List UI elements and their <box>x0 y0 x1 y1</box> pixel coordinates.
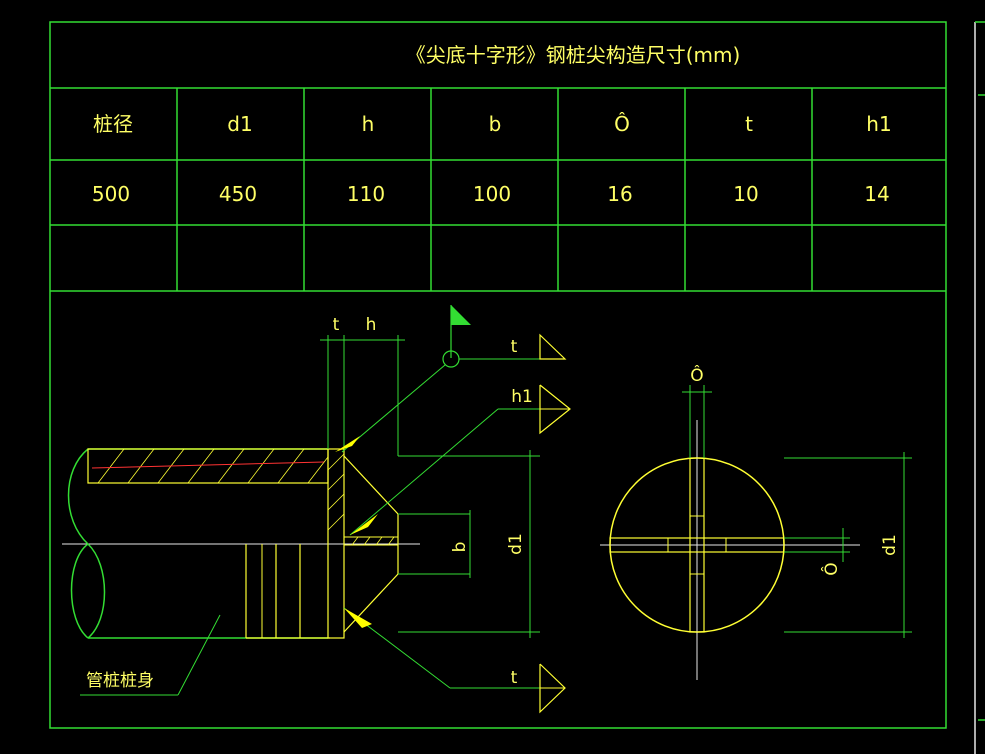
h1-leader: h1 <box>349 384 571 536</box>
bottom-t-leader: t <box>343 607 566 714</box>
plan-d1-label: d1 <box>880 534 900 556</box>
dim-h-top-label: h <box>366 315 377 335</box>
value-cell: 10 <box>733 182 758 206</box>
value-cell: 110 <box>347 182 385 206</box>
concrete-hatch <box>97 448 329 484</box>
value-cell: 500 <box>92 182 130 206</box>
bottom-t-label: t <box>511 668 518 688</box>
rebar-line <box>91 461 325 469</box>
dim-b-label: b <box>450 542 470 553</box>
side-view: b d1 t h t h1 <box>62 305 571 714</box>
h1-label: h1 <box>511 387 533 407</box>
flag-t-label: t <box>511 337 518 357</box>
dim-t-top-label: t <box>333 315 340 335</box>
plate-thickness-label: Ô <box>690 364 703 386</box>
spec-table: 《尖底十字形》钢桩尖构造尺寸(mm) 桩径 d1 h b Ô t h1 500 … <box>49 21 947 729</box>
table-border <box>49 21 947 729</box>
cross-plate <box>343 536 399 546</box>
header-cell: d1 <box>227 112 252 136</box>
value-cell: 450 <box>219 182 257 206</box>
pile-body-label: 管桩桩身 <box>86 671 154 691</box>
header-cell: Ô <box>614 112 630 136</box>
plan-view: Ô Ô d1 <box>600 364 912 680</box>
pile-body-leader: 管桩桩身 <box>80 614 221 696</box>
plate-gap-label: Ô <box>820 562 842 575</box>
value-cell: 16 <box>607 182 632 206</box>
header-cell: h1 <box>866 112 891 136</box>
side-frame <box>974 21 985 754</box>
value-cell: 14 <box>864 182 889 206</box>
header-cell: b <box>489 112 502 136</box>
header-cell: h <box>362 112 375 136</box>
table-title: 《尖底十字形》钢桩尖构造尺寸(mm) <box>406 43 741 67</box>
value-cell: 100 <box>473 182 511 206</box>
header-cell: 桩径 <box>93 112 133 136</box>
pile-wall-section <box>87 448 329 484</box>
dim-d1-label: d1 <box>506 533 526 555</box>
weld-flag-symbol: t <box>335 305 567 453</box>
header-cell: t <box>745 112 753 136</box>
